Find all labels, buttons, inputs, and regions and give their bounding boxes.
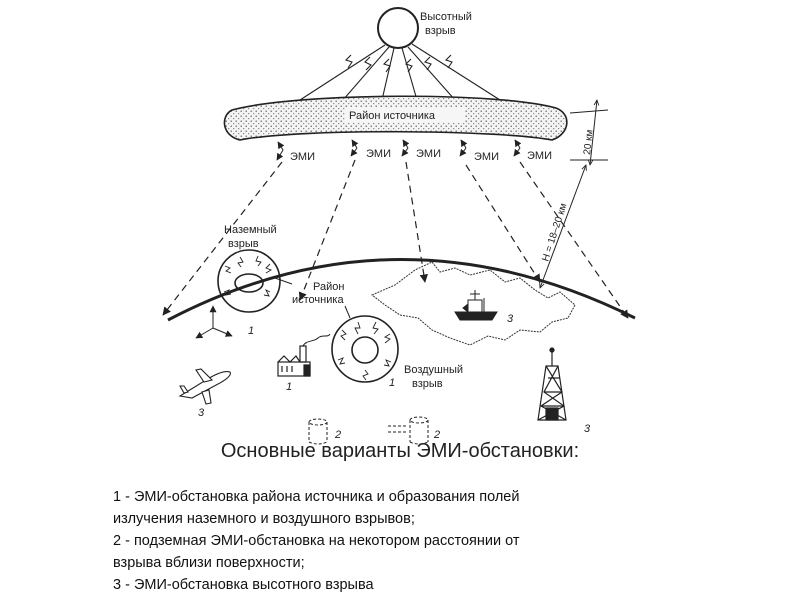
marker-3-tower: 3: [584, 423, 591, 435]
ground-burst-label-2: взрыв: [228, 238, 259, 250]
ship-icon: [454, 290, 498, 321]
underground-cable-icon-1: [308, 418, 328, 445]
emi-dashed-arrows: [162, 159, 629, 319]
axis-tripod-icon: [195, 305, 233, 339]
legend-line-2: излучения наземного и воздушного взрывов…: [113, 511, 415, 527]
high-burst-icon: [377, 7, 419, 49]
emi-label-2: ЭМИ: [366, 148, 391, 160]
leader-line-air: [344, 305, 351, 319]
source-region-label: Район источника: [349, 110, 436, 122]
earth-surface: [167, 258, 636, 322]
landmass-outline: [371, 261, 576, 346]
emi-label-5: ЭМИ: [527, 150, 552, 162]
legend-line-4: взрыва вблизи поверхности;: [113, 555, 305, 571]
marker-3-ship: 3: [507, 313, 514, 325]
high-burst-label-1: Высотный: [420, 11, 472, 23]
emi-label-4: ЭМИ: [474, 151, 499, 163]
leader-line-ground: [274, 277, 293, 285]
legend-line-5: 3 - ЭМИ-обстановка высотного взрыва: [113, 577, 374, 593]
legend: 1 - ЭМИ-обстановка района источника и об…: [113, 486, 713, 596]
legend-line-1: 1 - ЭМИ-обстановка района источника и об…: [113, 489, 520, 505]
ground-burst-icon: [217, 249, 281, 313]
source-region-mid-label-2: источника: [292, 294, 344, 306]
emi-label-3: ЭМИ: [416, 148, 441, 160]
marker-3-airplane: 3: [198, 407, 205, 419]
distance-20km-label: 20 км: [582, 129, 596, 155]
source-region-label-bg: [345, 107, 465, 122]
emi-labels: ЭМИ ЭМИ ЭМИ ЭМИ ЭМИ: [290, 148, 552, 163]
marker-1-air: 1: [389, 377, 395, 389]
marker-1-ground: 1: [248, 325, 254, 337]
factory-icon: [277, 333, 331, 377]
page-heading: Основные варианты ЭМИ-обстановки:: [220, 440, 580, 462]
source-region-mid-label-1: Район: [313, 281, 344, 293]
air-burst-label-2: взрыв: [412, 378, 443, 390]
marker-1-factory: 1: [286, 381, 292, 393]
legend-line-3: 2 - подземная ЭМИ-обстановка на некоторо…: [113, 533, 520, 549]
underground-cable-icon-2: [388, 416, 429, 445]
marker-2-left: 2: [334, 429, 341, 441]
airplane-icon: [178, 368, 231, 405]
emi-small-arrows: [276, 139, 522, 161]
air-burst-label-1: Воздушный: [404, 364, 463, 376]
distance-h-label: H = 18–20 км: [540, 202, 569, 263]
emi-label-1: ЭМИ: [290, 151, 315, 163]
distance-markers: [540, 100, 609, 288]
ground-burst-label-1: Наземный: [224, 224, 277, 236]
marker-2-right: 2: [433, 429, 440, 441]
radio-tower-icon: [537, 347, 567, 421]
air-burst-icon: [331, 315, 399, 383]
high-burst-label-2: взрыв: [425, 25, 456, 37]
burst-rays: [299, 43, 501, 101]
